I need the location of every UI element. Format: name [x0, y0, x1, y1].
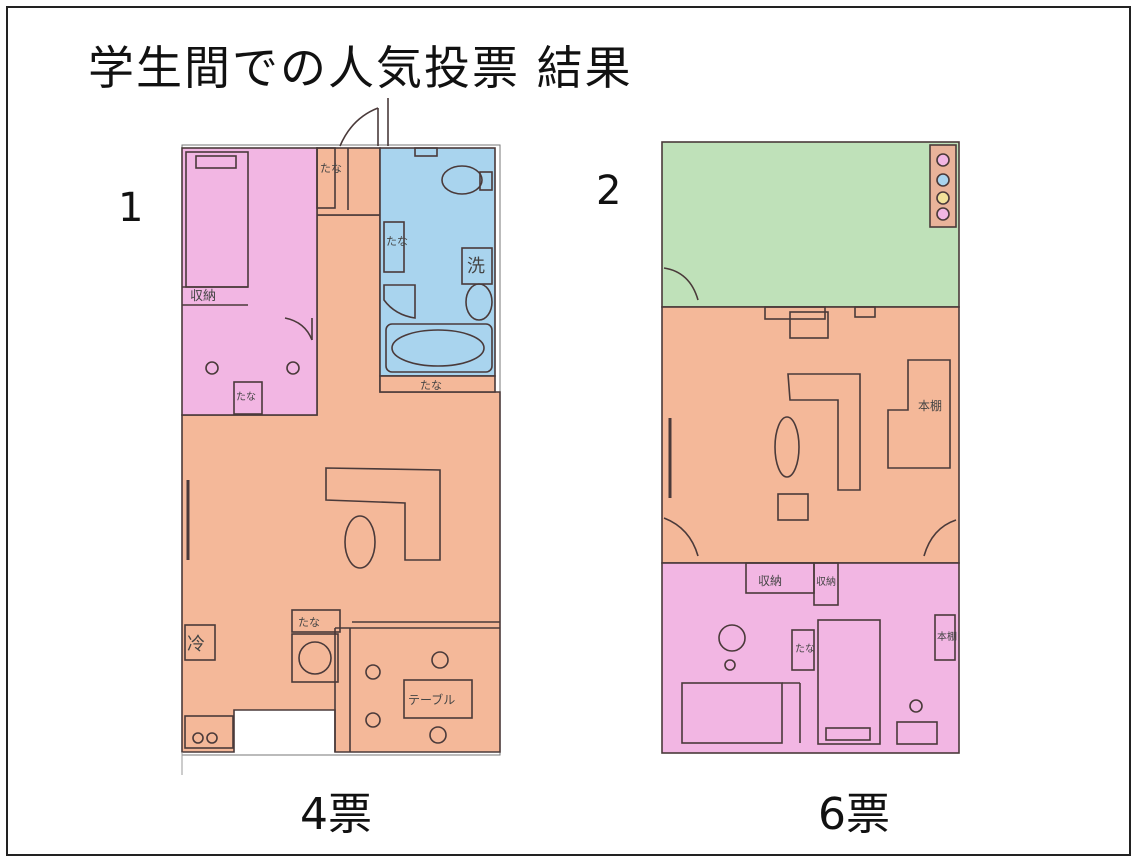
plan-1-label-storage: 収納	[190, 289, 216, 304]
floor-plan-1	[181, 98, 501, 775]
plan-1-washer	[291, 633, 339, 683]
plan-1-label-shelf-bath-bottom: たな	[420, 379, 442, 392]
plan-1-chair	[344, 515, 376, 569]
plan-2-votes: 6票	[818, 789, 890, 840]
plan-2-bed-pillow	[825, 727, 871, 741]
plan-1-fridge	[184, 624, 216, 661]
plan-1-stove	[184, 715, 234, 749]
plan-2-bookshelf	[887, 359, 951, 469]
plan-1-label-shelf-top: たな	[320, 162, 342, 175]
plan-1-label-shelf-kitchen: たな	[298, 616, 320, 629]
plan-2-bed	[817, 619, 881, 745]
plan-1-shelf-top	[316, 147, 336, 209]
plan-2-desk-low	[681, 682, 783, 744]
plan-1-label-table: テーブル	[408, 692, 455, 707]
floor-plan-2	[661, 141, 960, 754]
plan-2-rank: 2	[596, 168, 622, 214]
plan-1-entrance-door	[339, 107, 379, 147]
plan-2-label-shelf-c: 本棚	[937, 630, 957, 643]
plan-2-label-shelf-b: 本棚	[918, 398, 942, 413]
plan-1-toilet	[441, 165, 483, 195]
plan-1-bedroom	[181, 147, 318, 416]
plan-2-ottoman	[777, 493, 809, 521]
plan-1-label-fridge: 冷	[187, 634, 205, 655]
plan-2-label-storage: 収納	[816, 575, 836, 588]
plan-2-shelf-a	[813, 562, 839, 606]
plan-2-shelf-c	[934, 614, 956, 661]
plan-1-bathtub	[385, 323, 493, 373]
plan-1-rank: 1	[118, 185, 144, 231]
plan-1-shelf-kitchen	[291, 609, 341, 633]
plan-1-votes: 4票	[300, 789, 372, 840]
plan-1-desk	[325, 467, 441, 561]
plan-1-shelf-bath-strip	[379, 375, 496, 393]
plan-2-label-closet: 収納	[758, 574, 782, 588]
plan-1-shelf-small	[233, 381, 263, 415]
plan-2-shelf-b	[791, 629, 815, 671]
plan-1-label-shelf-bath: たな	[386, 235, 408, 248]
plan-2-bedroom	[661, 562, 960, 754]
plan-1-label-shelf-small: たな	[236, 391, 256, 403]
plan-2-desk	[787, 373, 861, 491]
plan-2-tv	[789, 311, 829, 339]
plan-2-chair	[774, 416, 800, 478]
plan-2-living-room	[661, 306, 960, 564]
plan-1-table	[403, 679, 473, 719]
plan-1-pillow	[195, 155, 237, 169]
slide-title: 学生間での人気投票 結果	[88, 41, 633, 95]
plan-1-label-sink: 洗	[467, 256, 485, 277]
plan-2-label-shelf-a: たな	[795, 643, 815, 655]
plan-2-garden	[661, 141, 960, 308]
